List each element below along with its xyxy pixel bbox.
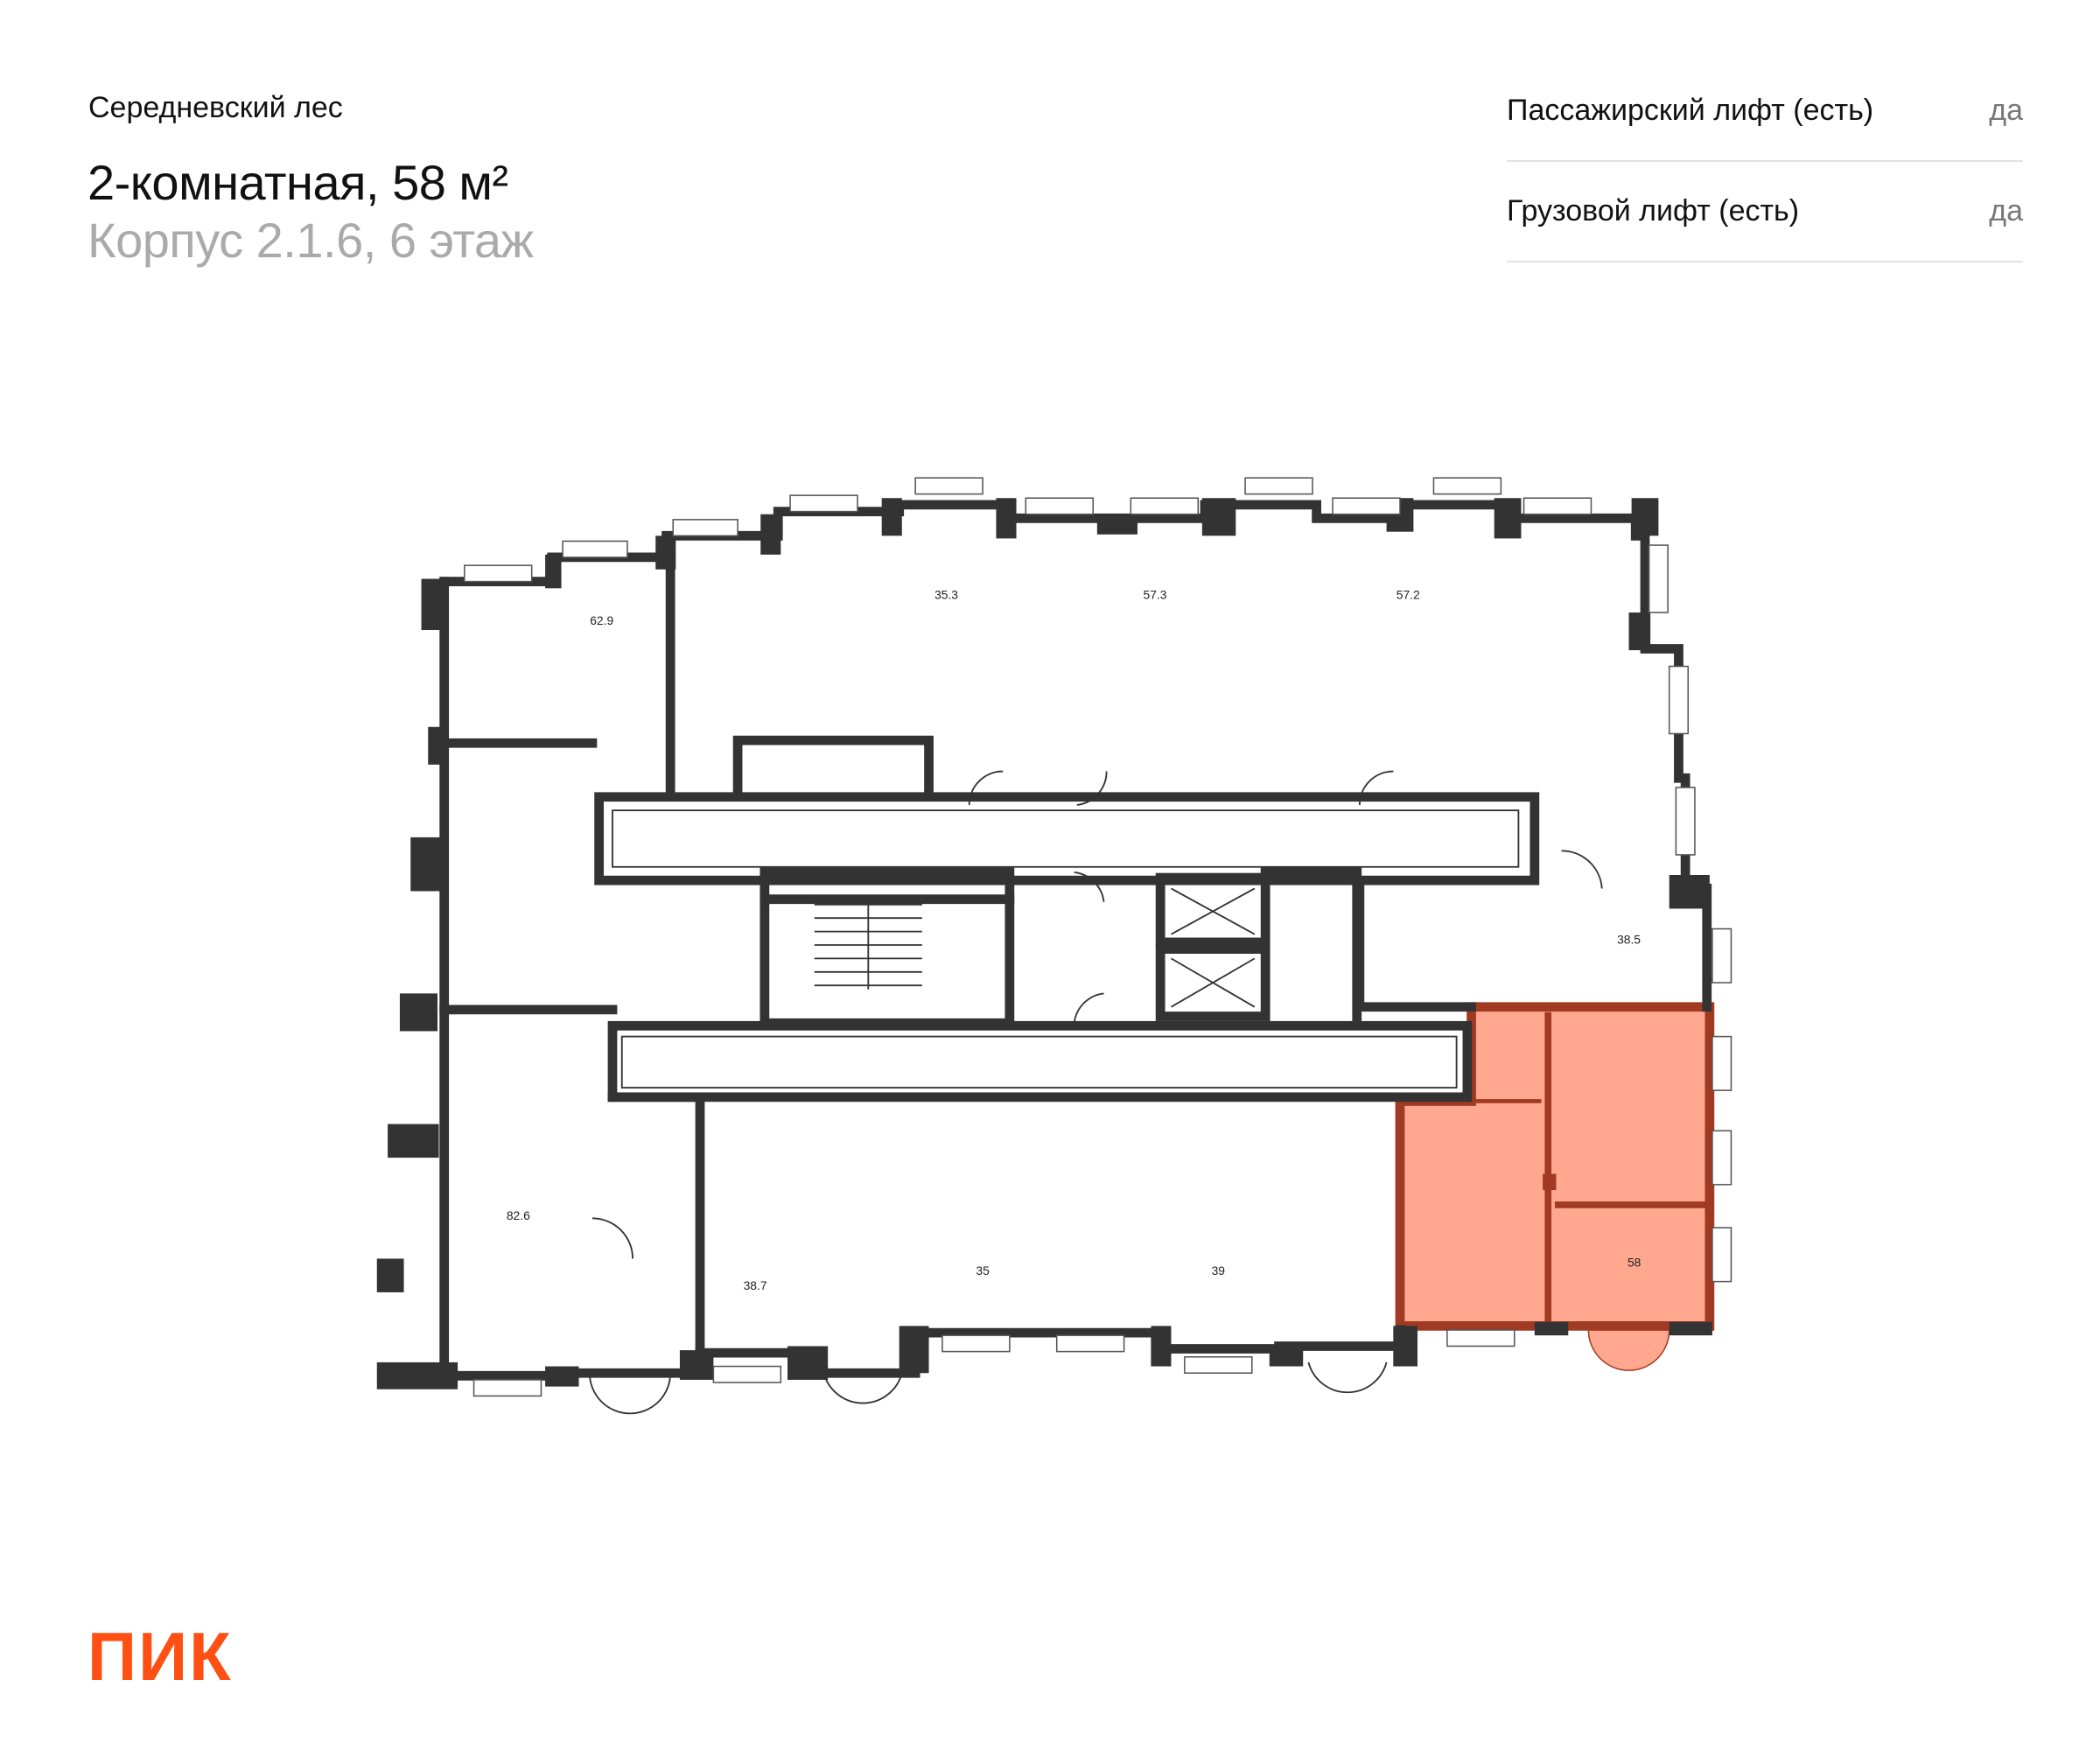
area-label: 39: [1212, 1264, 1226, 1278]
outer-walls: [376, 498, 1712, 1390]
feature-row-passenger-lift: Пассажирский лифт (есть) да: [1507, 61, 2023, 162]
apartment-title: 2-комнатная, 58 м²: [88, 155, 508, 210]
area-label: 35: [976, 1264, 990, 1278]
feature-label: Пассажирский лифт (есть): [1507, 94, 1874, 127]
area-label: 62.9: [590, 613, 613, 627]
area-label: 38.5: [1617, 932, 1641, 946]
area-label: 57.2: [1396, 588, 1420, 602]
feature-row-freight-lift: Грузовой лифт (есть) да: [1507, 162, 2023, 262]
pik-logo: ПИК: [88, 1618, 233, 1695]
feature-value: да: [1989, 194, 2023, 228]
windows: [464, 477, 1732, 1397]
building-floor-subtitle: Корпус 2.1.6, 6 этаж: [88, 213, 534, 268]
feature-label: Грузовой лифт (есть): [1507, 194, 1800, 228]
selected-apartment[interactable]: [1395, 1002, 1715, 1371]
area-label: 38.7: [744, 1278, 767, 1292]
area-label: 57.3: [1144, 588, 1167, 602]
feature-value: да: [1989, 94, 2023, 127]
selected-area-label: 58: [1628, 1256, 1642, 1270]
area-label: 35.3: [934, 588, 958, 602]
interior-walls: [439, 554, 1603, 1415]
area-label: 82.6: [507, 1208, 530, 1222]
project-name: Середневский лес: [88, 91, 343, 124]
